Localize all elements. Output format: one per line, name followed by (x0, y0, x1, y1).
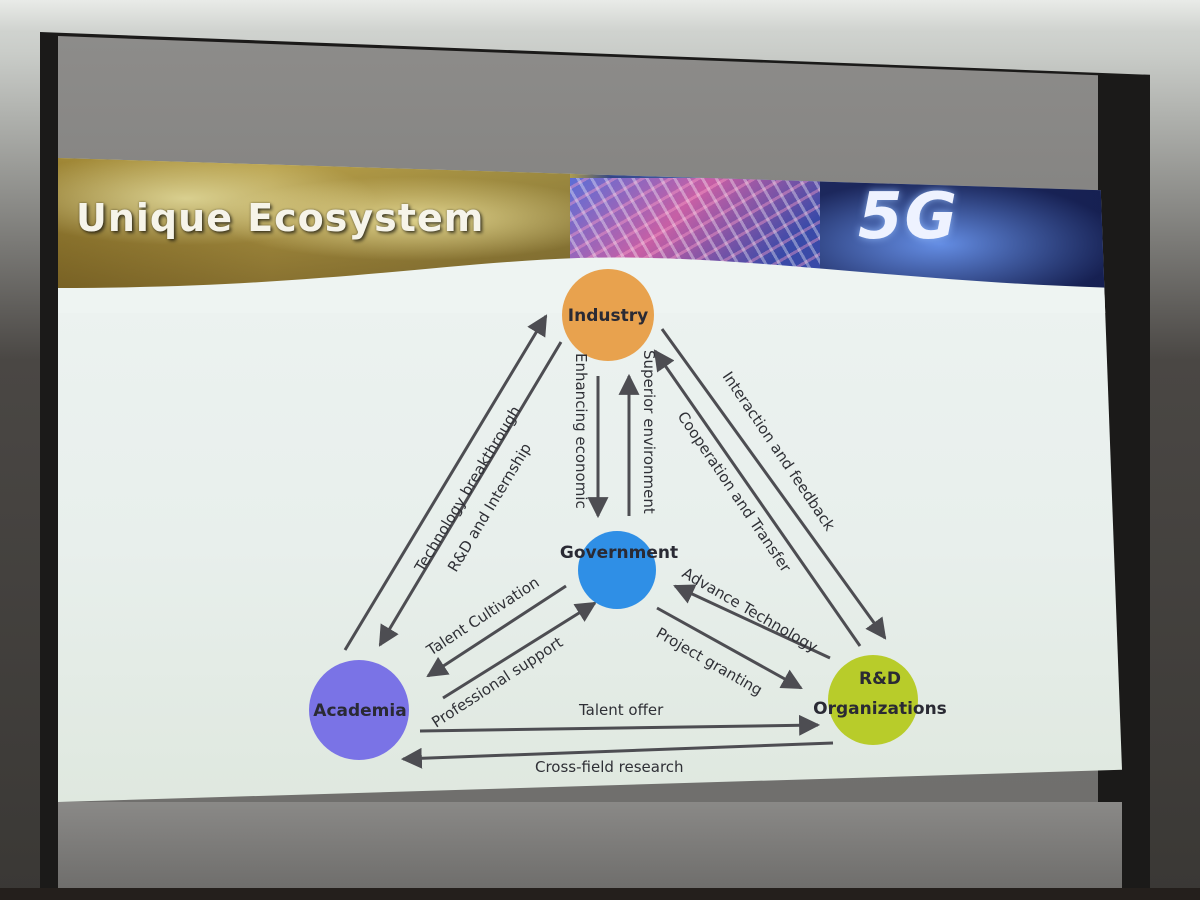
projected-slide: Unique Ecosystem 5G (58, 158, 1122, 802)
5g-image (820, 178, 1122, 288)
government-label: Government (560, 543, 678, 563)
screen-bottom-margin (58, 802, 1122, 888)
arrow-rd-internship (378, 341, 563, 647)
arrow-advance-technology (673, 584, 831, 660)
government-circle (578, 531, 656, 609)
floor-edge (0, 888, 1200, 900)
arrow-interaction-feedback (660, 328, 887, 640)
arrow-talent-offer (419, 714, 821, 736)
label-superior-environment: Superior environment (640, 350, 658, 514)
label-talent-offer: Talent offer (578, 701, 664, 719)
slide-title: Unique Ecosystem (76, 196, 485, 240)
arrow-project-granting (656, 606, 803, 690)
arrow-technology-breakthrough (343, 314, 548, 651)
label-enhancing-economic: Enhancing economic (572, 353, 590, 509)
label-cross-field-research: Cross-field research (535, 758, 684, 776)
node-industry: Industry (562, 269, 654, 361)
arrow-talent-cultivation (426, 584, 567, 678)
ecosystem-diagram: Industry Government Academia R&D Organiz… (309, 269, 947, 776)
arrow-cooperation-transfer (653, 349, 862, 647)
5g-logo: 5G (858, 180, 960, 254)
rd-circle (828, 655, 918, 745)
academia-label: Academia (313, 701, 406, 721)
node-government: Government (560, 531, 678, 609)
industry-circle (562, 269, 654, 361)
arrow-cross-field-research (400, 741, 834, 769)
rd-label-line1: R&D (859, 669, 901, 689)
ceiling (0, 0, 1200, 32)
label-project-granting: Project granting (653, 624, 766, 699)
label-advance-technology: Advance Technology (679, 564, 821, 656)
rd-label-line2: Organizations (813, 699, 947, 719)
industry-label: Industry (568, 306, 648, 326)
node-academia: Academia (309, 660, 409, 760)
node-rd-organizations: R&D Organizations (813, 655, 947, 745)
academia-circle (309, 660, 409, 760)
arrow-professional-support (442, 601, 597, 700)
